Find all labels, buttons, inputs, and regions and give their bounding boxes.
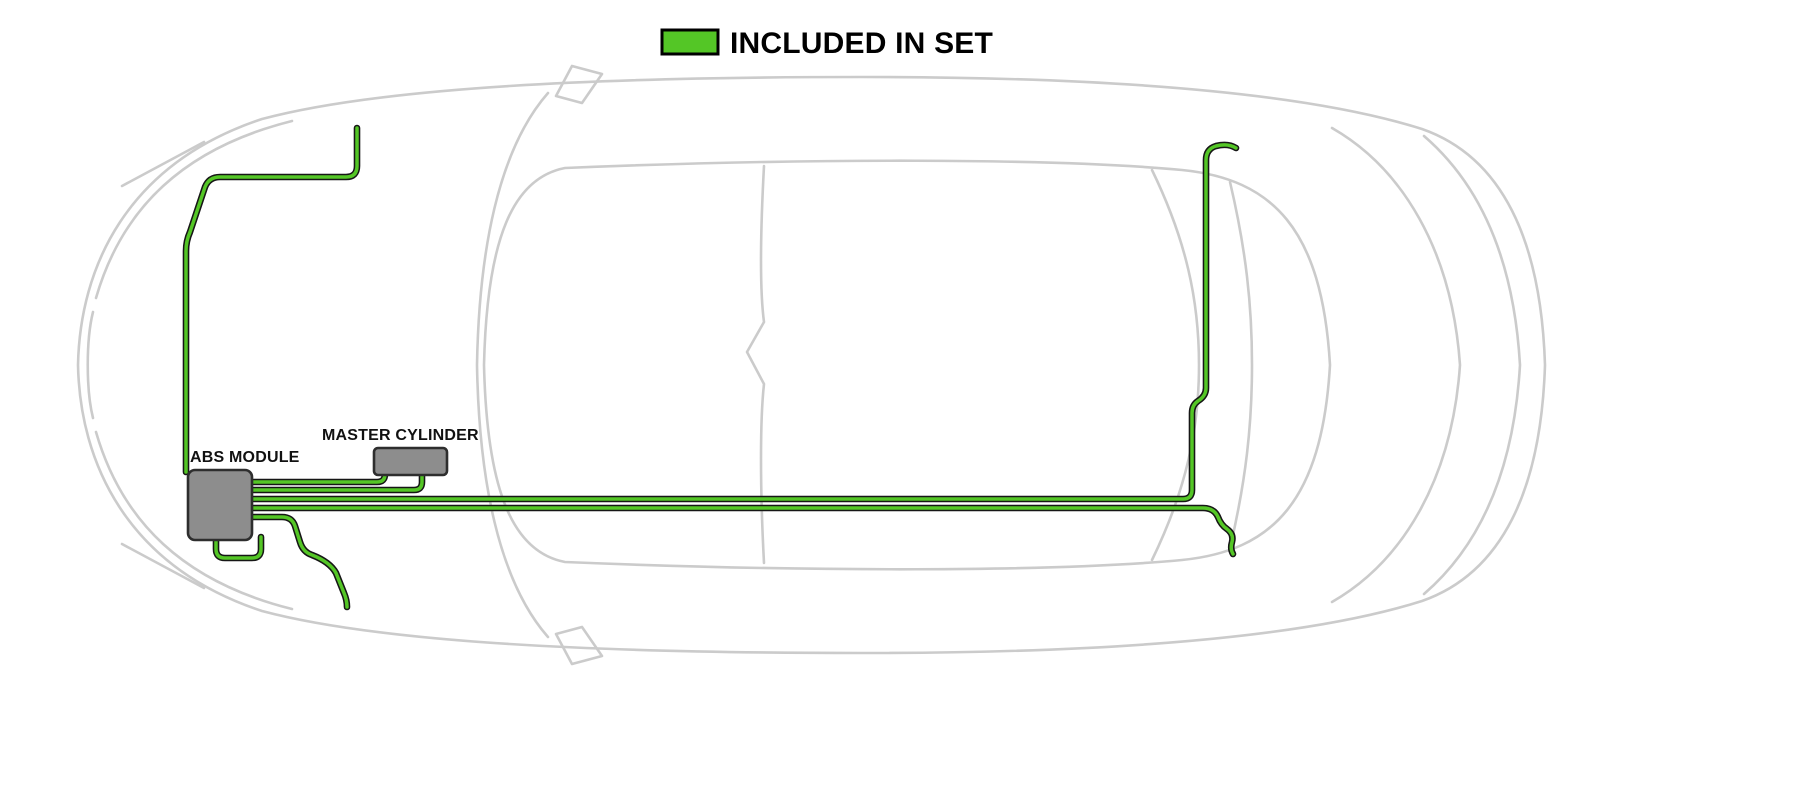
master-cylinder-box (372, 446, 449, 477)
brake-line-rear-lower-outline (230, 508, 1233, 554)
abs-module-box (186, 468, 254, 542)
greenhouse-outline (482, 159, 1332, 571)
car-outline (76, 64, 1547, 666)
roof-divider-line (745, 164, 766, 565)
front-bumper-arc (86, 310, 95, 420)
hood-line-bottom (94, 430, 294, 611)
legend-label: INCLUDED IN SET (730, 27, 993, 60)
hood-line-top (94, 119, 294, 300)
brake-line-rear-upper (228, 143, 1238, 501)
rear-inner-line (1228, 180, 1254, 550)
windshield-line (475, 91, 550, 639)
master-cylinder-label: MASTER CYLINDER (322, 427, 479, 444)
brake-lines-outline-layer (186, 128, 1236, 607)
headlight-line-bottom (120, 542, 206, 590)
brake-line-rear-lower (228, 506, 1235, 556)
brake-line-rear-upper-outline (230, 145, 1236, 499)
abs-module: ABS MODULE (186, 449, 300, 542)
legend-swatch (660, 28, 720, 56)
side-mirror-bottom (554, 625, 604, 666)
side-mirror-top (554, 64, 604, 105)
brake-lines-green-layer (184, 126, 1238, 609)
headlight-line-top (120, 140, 206, 188)
legend: INCLUDED IN SET (660, 27, 993, 60)
trunk-line-inner (1330, 126, 1462, 604)
abs-module-label: ABS MODULE (190, 449, 300, 466)
car-body-silhouette (76, 75, 1547, 655)
trunk-line-outer (1422, 134, 1522, 596)
master-cylinder: MASTER CYLINDER (322, 427, 479, 477)
